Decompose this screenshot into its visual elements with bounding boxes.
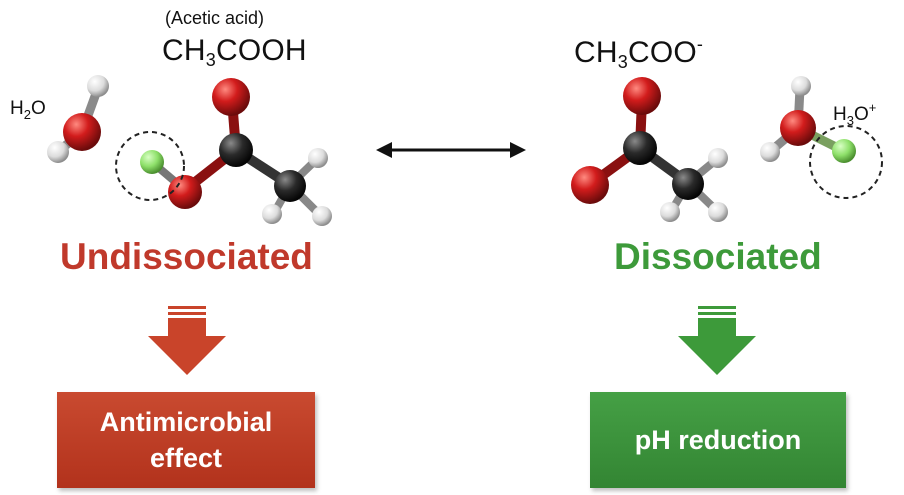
- transferred-hydrogen-highlight: [809, 125, 883, 199]
- carbonyl-oxygen-atom: [212, 78, 250, 116]
- dissociated-label: Dissociated: [614, 236, 822, 277]
- acetate-methyl-carbon-atom: [672, 168, 704, 200]
- methyl-carbon-atom: [274, 170, 306, 202]
- water-hydrogen-atom: [47, 141, 69, 163]
- acetate-hydrogen-atom: [708, 148, 728, 168]
- down-arrow-icon: [148, 306, 226, 375]
- methyl-hydrogen-atom: [262, 204, 282, 224]
- acetate-carbon-atom: [623, 131, 657, 165]
- acetate-hydrogen-atom: [708, 202, 728, 222]
- acetic-acid-caption: (Acetic acid): [165, 8, 265, 28]
- ph-reduction-label: pH reduction: [634, 425, 802, 455]
- antimicrobial-label: Antimicrobial: [99, 407, 273, 437]
- methyl-hydrogen-atom: [312, 206, 332, 226]
- acetate-hydrogen-atom: [660, 202, 680, 222]
- acetate-molecule: [571, 77, 728, 222]
- hydronium-hydrogen-atom: [760, 142, 780, 162]
- ph-reduction-box: pH reduction: [590, 392, 846, 488]
- acetic-acid-formula: CH3COOH: [162, 34, 307, 70]
- water-hydrogen-atom: [87, 75, 109, 97]
- hydroxyl-oxygen-atom: [168, 175, 202, 209]
- acetate-formula: CH3COO-: [574, 34, 704, 72]
- acidic-hydrogen-highlight: [115, 131, 185, 201]
- transferred-hydrogen-atom: [832, 139, 856, 163]
- effect-label: effect: [149, 443, 223, 473]
- antimicrobial-effect-box: Antimicrobial effect: [57, 392, 315, 488]
- acidic-hydrogen-atom: [140, 150, 164, 174]
- hydronium-formula: H3O+: [833, 100, 877, 128]
- acetate-oxygen-atom: [571, 166, 609, 204]
- methyl-hydrogen-atom: [308, 148, 328, 168]
- double-headed-arrow-icon: [376, 142, 526, 158]
- water-molecule: [47, 75, 109, 163]
- hydronium-molecule: [760, 76, 856, 163]
- hydronium-oxygen-atom: [780, 110, 816, 146]
- down-arrow-icon: [678, 306, 756, 375]
- water-formula: H2O: [10, 98, 46, 122]
- acetate-oxygen-atom: [623, 77, 661, 115]
- acetic-acid-molecule: [140, 78, 332, 226]
- hydronium-hydrogen-atom: [791, 76, 811, 96]
- undissociated-label: Undissociated: [60, 236, 313, 277]
- carboxyl-carbon-atom: [219, 133, 253, 167]
- water-oxygen-atom: [63, 113, 101, 151]
